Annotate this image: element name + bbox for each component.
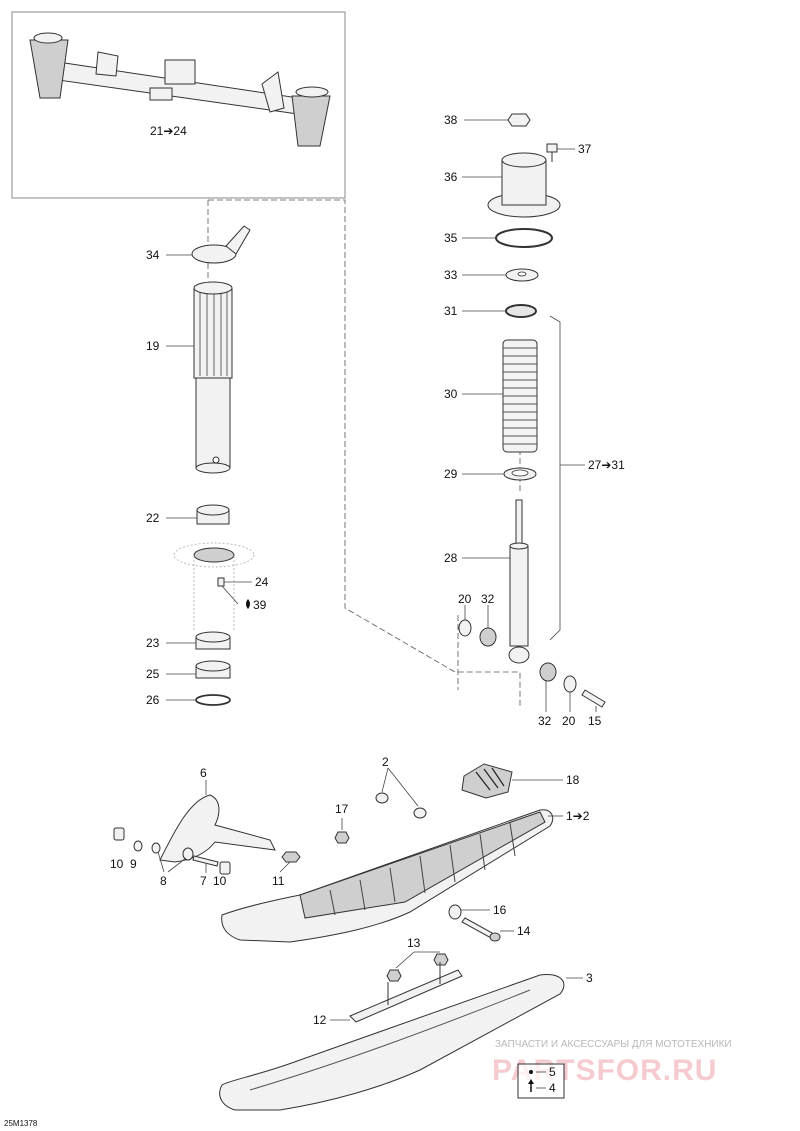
parts-5-4-box[interactable]: 5 4 <box>517 1063 565 1099</box>
part-1-ski[interactable]: 1➔2 <box>221 809 590 943</box>
part-25-bushing[interactable]: 25 <box>146 660 231 681</box>
part-28-shock[interactable]: 28 <box>444 499 530 664</box>
label-20-right: 20 <box>562 714 576 728</box>
part-30-spring[interactable]: 30 <box>444 339 538 453</box>
part-2-bushings[interactable]: 2 <box>375 755 427 819</box>
label-20-left: 20 <box>458 592 472 606</box>
part-32-bushing-left[interactable]: 32 <box>479 592 497 647</box>
part-29-seat[interactable]: 29 <box>444 467 537 481</box>
label-22: 22 <box>146 511 160 525</box>
label-7: 7 <box>200 874 207 888</box>
label-28: 28 <box>444 551 458 565</box>
label-1-2: 1➔2 <box>566 809 590 823</box>
watermark-caption: ЗАПЧАСТИ И АКСЕССУАРЫ ДЛЯ МОТОТЕХНИКИ <box>495 1039 732 1050</box>
label-25: 25 <box>146 667 160 681</box>
label-9: 9 <box>130 857 137 871</box>
label-10-right: 10 <box>213 874 227 888</box>
part-12-runner[interactable]: 12 <box>313 962 463 1027</box>
label-34: 34 <box>146 248 160 262</box>
part-39-grease[interactable]: 39 <box>221 585 267 612</box>
part-24-grease-fitting[interactable]: 24 <box>217 575 269 589</box>
part-11-nut[interactable]: 11 <box>272 851 301 888</box>
label-35: 35 <box>444 231 458 245</box>
label-24: 24 <box>255 575 269 589</box>
spindle-assembly: 34 19 22 <box>146 225 269 707</box>
part-10-bushing-right[interactable]: 10 <box>213 861 231 888</box>
part-20-washer-right[interactable]: 20 <box>562 675 577 728</box>
label-39: 39 <box>253 598 267 612</box>
part-7-bolt[interactable]: 7 <box>192 855 219 888</box>
label-36: 36 <box>444 170 458 184</box>
housing-ghost <box>173 542 255 630</box>
part-22-bushing[interactable]: 22 <box>146 504 230 525</box>
label-32-left: 32 <box>481 592 495 606</box>
part-23-bushing[interactable]: 23 <box>146 631 231 650</box>
label-14: 14 <box>517 924 531 938</box>
label-8: 8 <box>160 874 167 888</box>
label-16: 16 <box>493 903 507 917</box>
shock-assembly: 38 37 36 35 33 <box>444 113 625 728</box>
label-18: 18 <box>566 773 580 787</box>
part-6-ski-leg[interactable]: 6 <box>159 766 276 863</box>
label-5: 5 <box>549 1065 556 1079</box>
label-12: 12 <box>313 1013 327 1027</box>
label-26: 26 <box>146 693 160 707</box>
label-31: 31 <box>444 304 458 318</box>
part-13-nuts[interactable]: 13 <box>386 936 449 982</box>
part-19-spindle[interactable]: 19 <box>146 281 233 474</box>
label-38: 38 <box>444 113 458 127</box>
oil-drop-icon <box>246 599 250 609</box>
part-20-washer-left[interactable]: 20 <box>458 592 472 637</box>
inset-frame: 21➔24 <box>11 11 346 199</box>
label-30: 30 <box>444 387 458 401</box>
label-3: 3 <box>586 971 593 985</box>
label-32-right: 32 <box>538 714 552 728</box>
label-11: 11 <box>272 874 285 888</box>
label-6: 6 <box>200 766 207 780</box>
label-10-left: 10 <box>110 857 124 871</box>
label-13: 13 <box>407 936 421 950</box>
part-35-clip[interactable]: 35 <box>444 228 553 248</box>
assembly-lines <box>207 199 521 708</box>
part-18-pad[interactable]: 18 <box>461 763 580 799</box>
part-15-pin[interactable]: 15 <box>581 689 606 728</box>
part-14-bolt[interactable]: 14 <box>461 917 531 942</box>
label-21-24: 21➔24 <box>150 124 187 138</box>
part-17-nut[interactable]: 17 <box>334 802 350 844</box>
part-33-washer[interactable]: 33 <box>444 268 539 282</box>
label-37: 37 <box>578 142 592 156</box>
ski-assembly: 6 10 9 8 7 10 <box>110 755 593 1111</box>
label-33: 33 <box>444 268 458 282</box>
label-29: 29 <box>444 467 458 481</box>
label-23: 23 <box>146 636 160 650</box>
label-15: 15 <box>588 714 602 728</box>
part-26-circlip[interactable]: 26 <box>146 693 231 707</box>
part-37-screw[interactable]: 37 <box>546 142 592 162</box>
part-31-ring[interactable]: 31 <box>444 304 537 318</box>
part-9-washer[interactable]: 9 <box>130 840 143 871</box>
part-32-bushing-right[interactable]: 32 <box>538 662 557 728</box>
part-10-bushing-left[interactable]: 10 <box>110 827 125 871</box>
label-17: 17 <box>335 802 349 816</box>
part-3-ski-skin[interactable]: 3 <box>219 971 593 1111</box>
part-8-washer[interactable]: 8 <box>151 842 194 888</box>
part-38-nut[interactable]: 38 <box>444 113 531 127</box>
bracket-tube[interactable] <box>29 32 331 147</box>
part-16-washer[interactable]: 16 <box>448 903 507 920</box>
part-34-lever[interactable]: 34 <box>146 225 251 264</box>
label-27-31: 27➔31 <box>588 458 625 472</box>
kit-bracket-27-31: 27➔31 <box>549 315 625 641</box>
label-4: 4 <box>549 1081 556 1095</box>
label-2: 2 <box>382 755 389 769</box>
part-36-cap[interactable]: 36 <box>444 152 561 218</box>
label-19: 19 <box>146 339 160 353</box>
diagram-code: 25M1378 <box>4 1119 38 1128</box>
